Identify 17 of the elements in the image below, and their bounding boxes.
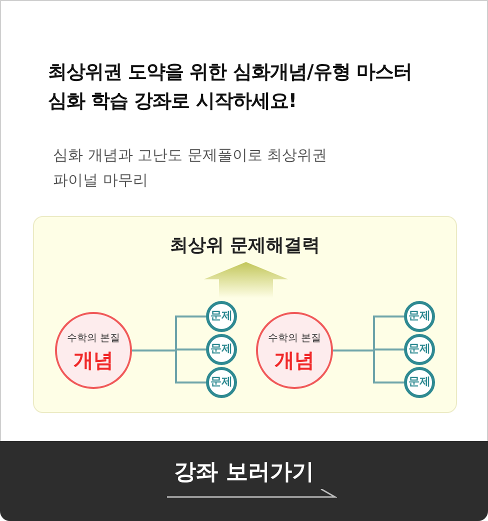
problem-circle: 문제 — [404, 301, 435, 332]
panel-heading: 최상위 문제해결력 — [168, 234, 322, 257]
panel-background — [33, 216, 457, 413]
button-label: 강좌 보러가기 — [173, 459, 315, 487]
problem-circle: 문제 — [206, 334, 237, 365]
problem-circle: 문제 — [404, 334, 435, 365]
description-text: 심화 개념과 고난도 문제풀이로 최상위권 파이널 마무리 — [53, 145, 328, 191]
circle-caption: 수학의 본질 — [66, 332, 122, 345]
circle-caption: 수학의 본질 — [266, 332, 322, 345]
headline: 최상위권 도약을 위한 심화개념/유형 마스터 심화 학습 강좌로 시작하세요! — [48, 60, 413, 114]
circle-title: 개념 — [274, 347, 316, 374]
connector-line — [132, 350, 206, 384]
circle-title: 개념 — [72, 347, 114, 374]
connector-line — [333, 350, 404, 384]
problem-circle: 문제 — [404, 367, 435, 398]
problem-circle: 문제 — [206, 301, 237, 332]
problem-circle: 문제 — [206, 367, 237, 398]
